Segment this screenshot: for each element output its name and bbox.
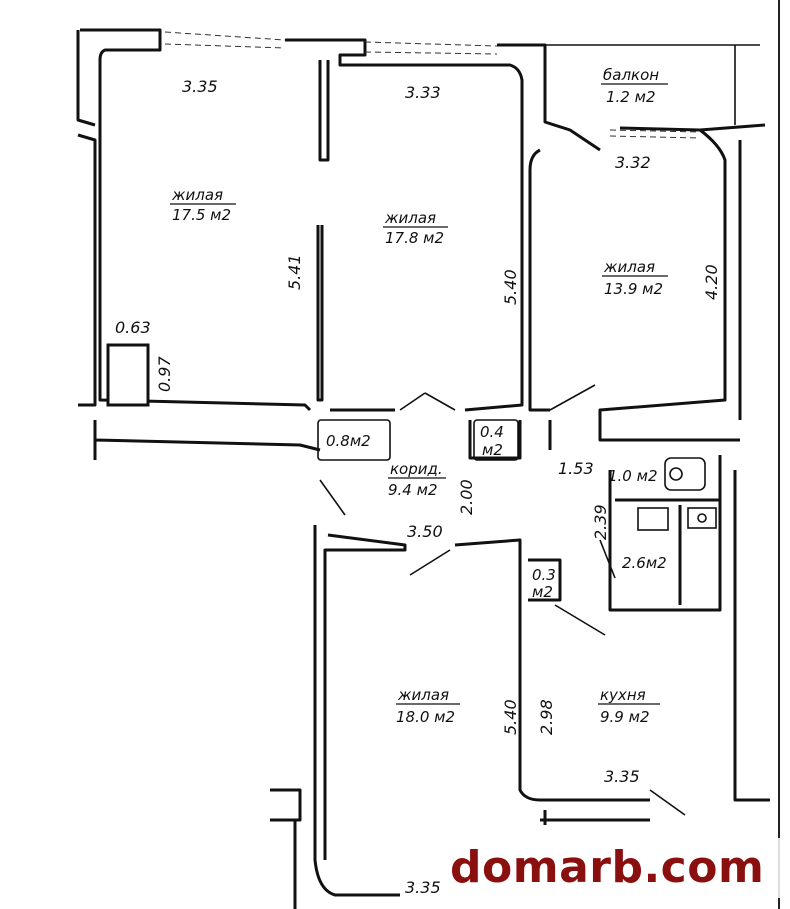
closet2-box xyxy=(473,419,519,461)
balcony-area: 1.2 м2 xyxy=(606,88,655,106)
room-labels: жилая 17.5 м2 жилая 17.8 м2 жилая 13.9 м… xyxy=(170,66,668,726)
dim-540-b: 5.40 xyxy=(501,699,520,735)
dim-335-bottom: 3.35 xyxy=(405,878,441,897)
wall-room3 xyxy=(497,43,740,442)
dim-335-top: 3.35 xyxy=(182,77,218,96)
dim-063: 0.63 xyxy=(115,318,151,337)
closet2-line1: 0.4 xyxy=(480,423,504,441)
kitchen-area: 9.9 м2 xyxy=(600,708,649,726)
wall-divider-1-2 xyxy=(316,60,330,402)
closet2-line2: м2 xyxy=(482,441,503,459)
wall-room1 xyxy=(76,28,312,412)
kitchen-title: кухня xyxy=(600,686,646,704)
room1-area: 17.5 м2 xyxy=(172,206,231,224)
balcony-title: балкон xyxy=(603,66,659,84)
room4-title: жилая xyxy=(397,686,449,704)
wall-room4-left xyxy=(270,788,302,909)
room2-area: 17.8 м2 xyxy=(385,229,444,247)
right-edge-strip xyxy=(778,0,790,909)
wall-room3-right xyxy=(699,123,770,802)
toilet-area: 1.0 м2 xyxy=(608,467,657,485)
wall-bath xyxy=(608,455,722,612)
dim-239: 2.39 xyxy=(591,504,610,540)
dim-541: 5.41 xyxy=(285,254,304,290)
walls xyxy=(76,28,770,909)
dim-335-kitchen: 3.35 xyxy=(604,767,640,786)
dim-333: 3.33 xyxy=(405,83,441,102)
wall-room4 xyxy=(313,525,650,897)
room4-area: 18.0 м2 xyxy=(396,708,455,726)
closet3-line1: 0.3 xyxy=(532,566,556,584)
corridor-area: 9.4 м2 xyxy=(388,481,437,499)
door-swings xyxy=(319,384,686,816)
closet3-line2: м2 xyxy=(532,583,553,601)
window-hatching xyxy=(164,31,760,139)
dim-350: 3.50 xyxy=(407,522,443,541)
dim-097: 0.97 xyxy=(155,356,174,392)
dimension-labels: 3.35 3.33 3.32 5.41 5.40 4.20 0.63 0.97 … xyxy=(115,77,721,897)
room2-title: жилая xyxy=(384,209,436,227)
room1-title: жилая xyxy=(171,186,223,204)
closet1-area: 0.8м2 xyxy=(326,432,371,450)
dim-153: 1.53 xyxy=(558,459,594,478)
room3-title: жилая xyxy=(603,258,655,276)
wall-corridor xyxy=(93,420,552,460)
wall-room2 xyxy=(285,38,524,412)
bathroom-fixtures xyxy=(637,457,717,531)
niche-box xyxy=(106,343,150,407)
dim-420: 4.20 xyxy=(702,264,721,300)
dim-332: 3.32 xyxy=(615,153,651,172)
room3-area: 13.9 м2 xyxy=(604,280,663,298)
dim-298: 2.98 xyxy=(537,699,556,735)
dim-200: 2.00 xyxy=(457,479,476,515)
bath-area: 2.6м2 xyxy=(622,554,667,572)
site-watermark: domarb.com xyxy=(450,838,780,898)
dim-540-a: 5.40 xyxy=(501,269,520,305)
corridor-title: корид. xyxy=(390,460,443,478)
closet1-box xyxy=(317,419,391,461)
wall-kitchen xyxy=(528,558,650,825)
